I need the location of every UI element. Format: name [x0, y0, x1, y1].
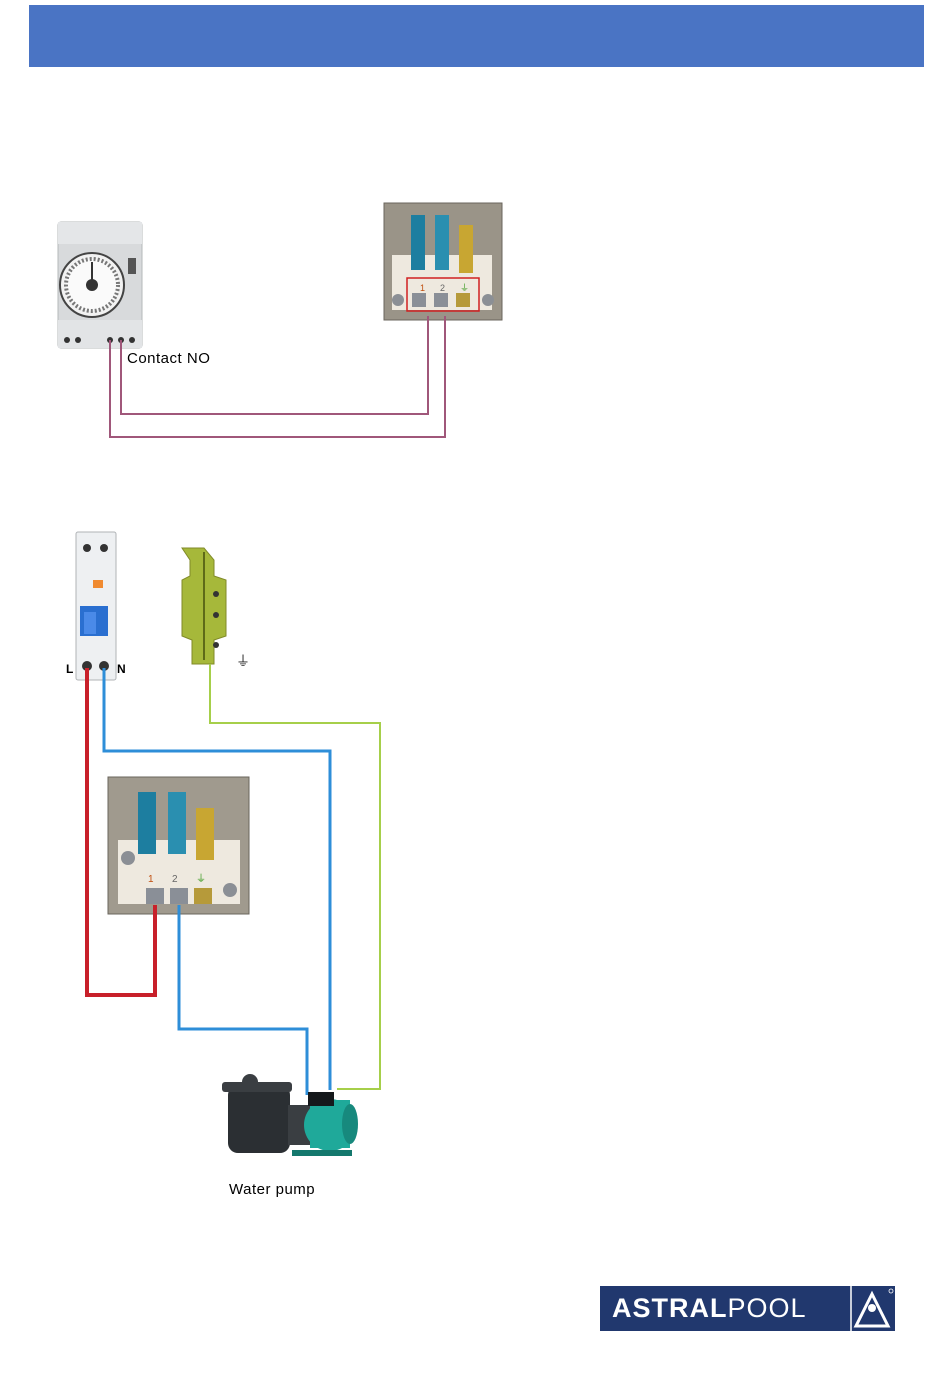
terminal2-1-label: 1: [148, 874, 154, 885]
terminal-block-2: [108, 777, 249, 914]
breaker-n-label: N: [117, 662, 126, 676]
water-pump: [222, 1074, 358, 1156]
logo-text-bold: ASTRAL: [612, 1293, 728, 1323]
breaker-l-label: L: [66, 662, 73, 676]
timer-wire-outer: [110, 316, 445, 437]
terminal-1-label: 1: [420, 283, 425, 293]
timer-switch: [58, 222, 142, 348]
logo-text-light: POOL: [728, 1293, 807, 1323]
earth-terminal: [182, 548, 226, 664]
terminal2-2-label: 2: [172, 874, 178, 885]
earth-symbol: ⏚: [236, 654, 250, 670]
neutral-wire-terminal: [179, 905, 307, 1095]
terminal-earth-label: ⏚: [460, 283, 469, 293]
terminal2-earth-label: ⏚: [196, 873, 206, 885]
logo-wordmark: ASTRALPOOL: [600, 1293, 807, 1324]
terminal-block-1: [384, 203, 502, 320]
water-pump-label: Water pump: [229, 1181, 315, 1198]
astralpool-logo: ASTRALPOOL: [600, 1286, 895, 1331]
contact-no-label: Contact NO: [127, 350, 210, 367]
circuit-breaker: [76, 532, 116, 680]
terminal-2-label: 2: [440, 283, 445, 293]
logo-mark-icon: [850, 1286, 895, 1331]
